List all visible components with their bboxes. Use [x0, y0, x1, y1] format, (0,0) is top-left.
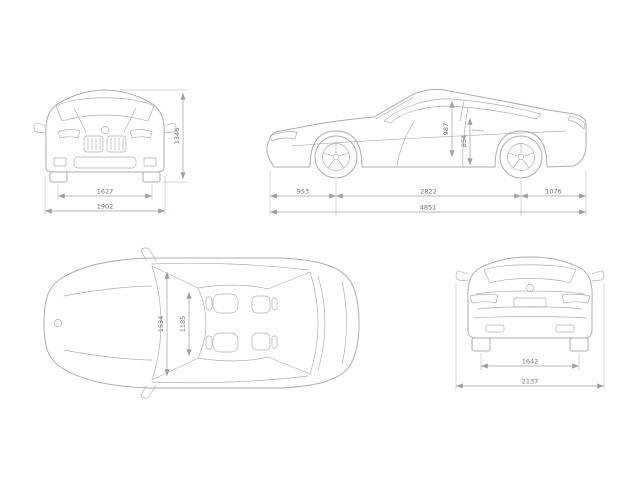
front-extension-lines	[44, 89, 187, 215]
bmw-roundel-rear	[526, 284, 534, 292]
top-side-mirrors	[140, 247, 157, 399]
rear-view-drawing	[455, 256, 605, 352]
front-hub	[332, 153, 340, 161]
side-view-drawing	[266, 88, 587, 179]
kidney-grille-right	[106, 135, 127, 153]
seat-front-left	[212, 293, 239, 314]
rear-tire	[499, 135, 543, 179]
bmw-roundel-front	[101, 126, 109, 134]
seat-rear-left-headrest	[271, 297, 278, 311]
dimension-label-interior-width-front: 1534	[157, 316, 165, 333]
front-side-mirrors	[33, 122, 177, 134]
exhaust-right	[555, 324, 575, 333]
top-view-drawing	[43, 247, 360, 399]
dimension-label-rear-overhang: 1076	[545, 188, 562, 196]
front-wheel-right	[142, 171, 161, 183]
front-rim	[322, 143, 350, 171]
seat-front-right	[212, 332, 239, 353]
rear-extension-lines	[455, 283, 605, 390]
rear-view-dimensions: 1642 2137	[455, 283, 605, 390]
side-glasshouse	[375, 96, 542, 124]
side-lights	[269, 115, 586, 142]
rear-rim	[507, 143, 535, 171]
top-view-dimensions: 1534 1185	[157, 272, 192, 376]
dimension-label-interior-width-rear: 1185	[179, 316, 187, 333]
rear-body-outline	[467, 256, 593, 339]
dimension-label-headroom-front: 987	[442, 123, 450, 135]
front-lower-intake	[73, 156, 137, 169]
rear-side-mirrors	[455, 270, 605, 282]
front-greenhouse-lines	[55, 97, 155, 122]
top-window-outer-lines	[151, 262, 309, 384]
dimension-label-headroom-rear: 854	[460, 135, 468, 147]
front-body-outline	[45, 89, 165, 173]
front-side-intakes	[53, 157, 157, 167]
license-plate-recess	[513, 297, 547, 308]
front-tire	[314, 135, 358, 179]
rear-window	[483, 264, 577, 284]
top-trunk-lines	[317, 275, 347, 371]
dimension-label-front-overhang: 953	[297, 188, 309, 196]
dimension-label-overall-width: 1902	[97, 203, 114, 211]
side-view-dimensions: 987 854 953 2822 1076 4851	[269, 101, 587, 216]
dimension-label-overall-length: 4851	[420, 204, 437, 212]
bmw-roundel-hood	[54, 319, 62, 327]
rear-bumper-line	[473, 316, 587, 319]
front-view-drawing	[33, 89, 177, 183]
dimension-label-rear-track: 1642	[522, 358, 539, 366]
hood-crease-lines	[73, 107, 137, 133]
door-cut-lines	[396, 106, 485, 167]
exhaust-left	[485, 324, 505, 333]
top-roof-and-glass-lines	[151, 265, 319, 381]
rear-wheel-right	[569, 337, 589, 352]
front-wheel-left	[49, 171, 68, 183]
top-body-outline	[43, 257, 360, 389]
kidney-grille-left	[83, 135, 104, 153]
seat-rear-left	[251, 295, 271, 314]
rear-hub	[517, 153, 525, 161]
seat-rear-right	[251, 332, 271, 351]
side-character-line	[291, 130, 567, 147]
seat-rear-right-headrest	[271, 335, 278, 349]
top-hood-creases	[63, 285, 153, 361]
dimension-label-height: 1346	[173, 128, 181, 145]
dimension-label-width-incl-mirrors: 2137	[522, 378, 539, 386]
front-wheel-spokes	[323, 143, 349, 168]
seat-front-left-headrest	[205, 296, 213, 311]
trunk-deck-lines	[475, 290, 585, 310]
dimension-label-front-track: 1627	[97, 188, 114, 196]
side-body-outline	[266, 88, 587, 168]
dimension-label-wheelbase: 2822	[420, 188, 437, 196]
rear-wheel-left	[471, 337, 491, 352]
taillights	[469, 294, 591, 304]
front-view-dimensions: 1346 1627 1902	[44, 89, 187, 215]
grille-slats	[87, 137, 124, 151]
front-headlights	[57, 129, 153, 139]
rear-wheel-spokes	[508, 143, 534, 168]
side-extension-lines	[269, 170, 587, 216]
seat-front-right-headrest	[205, 335, 213, 350]
